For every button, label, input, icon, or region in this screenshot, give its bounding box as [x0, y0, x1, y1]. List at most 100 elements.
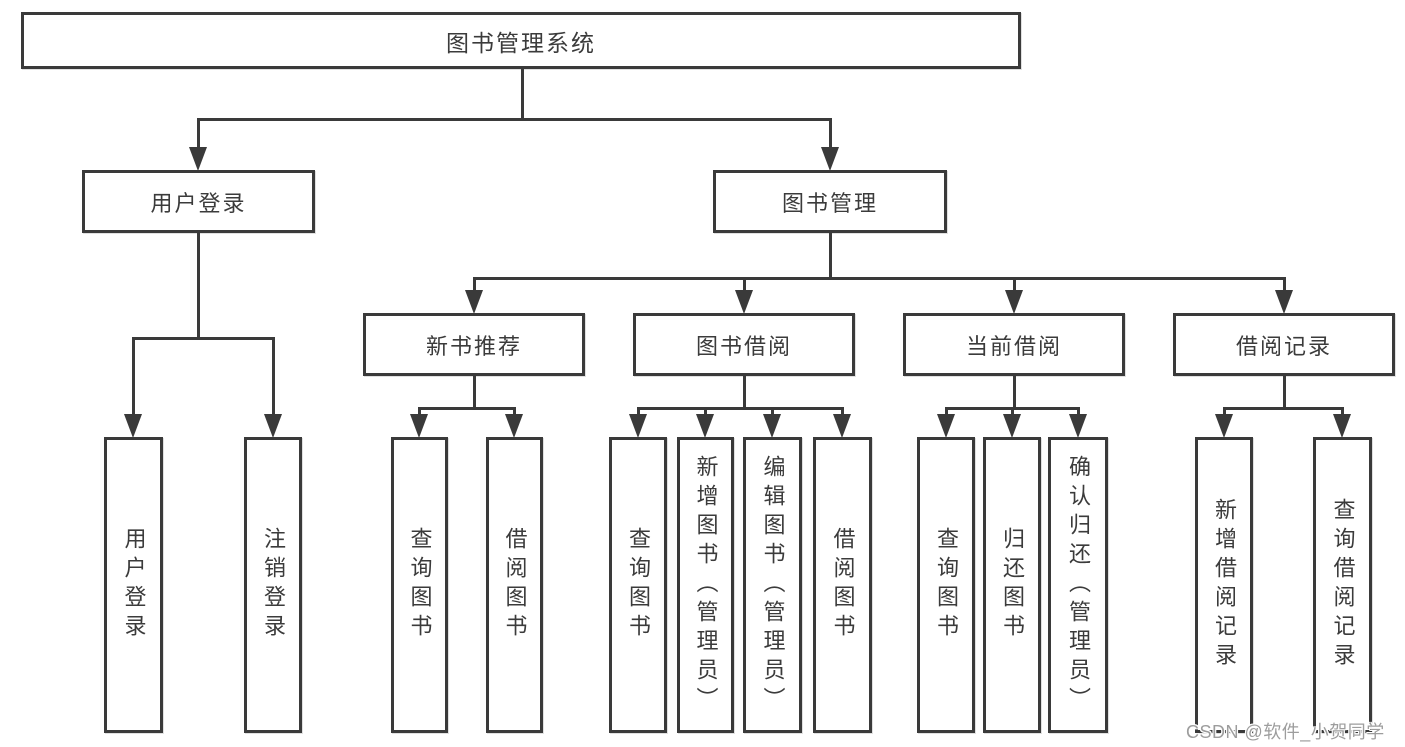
arrow-to-leaf-logout: [263, 337, 283, 438]
connector-group3-bar: [636, 407, 844, 410]
connector-group2-bar: [418, 407, 516, 410]
arrow-to-leaf-query-books-2: [628, 407, 648, 438]
arrow-to-leaf-confirm-return: [1068, 407, 1088, 438]
arrow-to-borrow-records: [1274, 277, 1294, 314]
leaf-borrow-books-1-label: 借阅图书: [502, 527, 528, 643]
arrow-to-leaf-query-books-1: [410, 407, 429, 438]
leaf-logout-label: 注销登录: [261, 527, 286, 643]
arrowhead-icon: [628, 414, 647, 438]
arrowhead-icon: [936, 414, 955, 438]
leaf-edit-books-admin: 编辑图书（管理员）: [743, 437, 802, 733]
arrow-shaft: [1076, 407, 1080, 418]
leaf-query-books-2: 查询图书: [609, 437, 667, 733]
arrowhead-icon: [410, 414, 428, 438]
connector-book-borrow-stem: [742, 376, 746, 407]
arrow-shaft: [1282, 277, 1286, 294]
arrow-shaft: [132, 337, 135, 418]
node-new-book-recommend-label: 新书推荐: [425, 333, 522, 359]
node-book-management: 图书管理: [713, 170, 947, 233]
arrow-shaft: [1012, 277, 1016, 294]
leaf-query-books-1-label: 查询图书: [407, 527, 433, 643]
leaf-user-login-label: 用户登录: [121, 527, 147, 643]
arrowhead-icon: [263, 414, 282, 438]
node-borrow-records-label: 借阅记录: [1235, 333, 1332, 359]
arrow-shaft: [1010, 407, 1014, 418]
arrowhead-icon: [763, 414, 781, 438]
arrow-shaft: [1222, 407, 1226, 418]
arrowhead-icon: [464, 290, 483, 314]
leaf-return-books: 归还图书: [983, 437, 1041, 733]
leaf-confirm-return-admin-label: 确认归还（管理员）: [1066, 454, 1091, 716]
arrow-to-book-borrow: [734, 277, 754, 314]
arrowhead-icon: [505, 414, 523, 438]
leaf-borrow-books-2: 借阅图书: [813, 437, 872, 733]
arrowhead-icon: [1002, 414, 1021, 438]
arrowhead-icon: [1214, 414, 1233, 438]
arrow-shaft: [742, 277, 746, 294]
arrow-shaft: [418, 407, 421, 418]
arrow-shaft: [1341, 407, 1344, 418]
leaf-add-borrow-record: 新增借阅记录: [1195, 437, 1253, 733]
arrow-to-leaf-add-borrow-record: [1214, 407, 1234, 438]
arrow-shaft: [513, 407, 516, 418]
arrow-shaft: [196, 118, 200, 151]
arrow-to-leaf-return-books: [1002, 407, 1022, 438]
leaf-query-borrow-record-label: 查询借阅记录: [1330, 498, 1356, 672]
leaf-query-borrow-record: 查询借阅记录: [1313, 437, 1372, 733]
arrow-to-book-management: [820, 118, 840, 171]
node-current-borrow-label: 当前借阅: [965, 333, 1062, 359]
arrow-shaft: [944, 407, 948, 418]
csdn-watermark: CSDN @软件_小贺同学: [1186, 722, 1385, 742]
node-book-borrow-label: 图书借阅: [695, 333, 792, 359]
arrowhead-icon: [696, 414, 714, 438]
leaf-edit-books-admin-label: 编辑图书（管理员）: [760, 454, 786, 716]
leaf-query-books-3: 查询图书: [917, 437, 975, 733]
arrowhead-icon: [1333, 414, 1351, 438]
leaf-return-books-label: 归还图书: [1000, 527, 1025, 643]
arrow-to-current-borrow: [1004, 277, 1024, 314]
leaf-query-books-1: 查询图书: [391, 437, 448, 733]
arrow-to-leaf-query-books-3: [936, 407, 956, 438]
connector-current-borrow-stem: [1012, 376, 1016, 407]
arrowhead-icon: [1068, 414, 1087, 438]
arrow-shaft: [472, 277, 476, 294]
connector-root-bar: [196, 118, 832, 121]
node-user-login: 用户登录: [82, 170, 315, 233]
arrowhead-icon: [1004, 290, 1023, 314]
arrow-to-leaf-add-books: [696, 407, 715, 438]
leaf-user-login: 用户登录: [104, 437, 163, 733]
leaf-add-books-admin-label: 新增图书（管理员）: [693, 454, 719, 716]
node-new-book-recommend: 新书推荐: [363, 313, 585, 376]
arrow-to-leaf-edit-books: [763, 407, 782, 438]
arrow-shaft: [636, 407, 640, 418]
connector-root-stem: [520, 69, 524, 118]
node-current-borrow: 当前借阅: [903, 313, 1125, 376]
leaf-logout: 注销登录: [244, 437, 302, 733]
leaf-confirm-return-admin: 确认归还（管理员）: [1048, 437, 1108, 733]
node-book-management-label: 图书管理: [781, 190, 878, 216]
node-root-system: 图书管理系统: [21, 12, 1021, 69]
arrowhead-icon: [188, 147, 207, 171]
connector-user-login-bar: [132, 337, 275, 340]
leaf-borrow-books-2-label: 借阅图书: [830, 527, 856, 643]
arrow-to-leaf-user-login: [124, 337, 143, 438]
connector-level3-bar: [472, 277, 1286, 280]
arrowhead-icon: [1274, 290, 1293, 314]
arrow-to-leaf-query-borrow-record: [1333, 407, 1352, 438]
leaf-query-books-2-label: 查询图书: [626, 527, 651, 643]
arrow-shaft: [828, 118, 832, 151]
arrow-to-leaf-borrow-books-2: [833, 407, 852, 438]
connector-group5-bar: [1222, 407, 1344, 410]
arrow-to-new-book-recommend: [464, 277, 484, 314]
arrow-shaft: [704, 407, 707, 418]
arrow-shaft: [841, 407, 844, 418]
arrowhead-icon: [833, 414, 851, 438]
arrow-to-user-login: [188, 118, 208, 171]
arrowhead-icon: [820, 147, 839, 171]
node-book-borrow: 图书借阅: [633, 313, 855, 376]
node-root-label: 图书管理系统: [446, 29, 596, 56]
connector-new-book-recommend-stem: [472, 376, 476, 407]
arrow-shaft: [771, 407, 774, 418]
leaf-add-borrow-record-label: 新增借阅记录: [1212, 498, 1237, 672]
